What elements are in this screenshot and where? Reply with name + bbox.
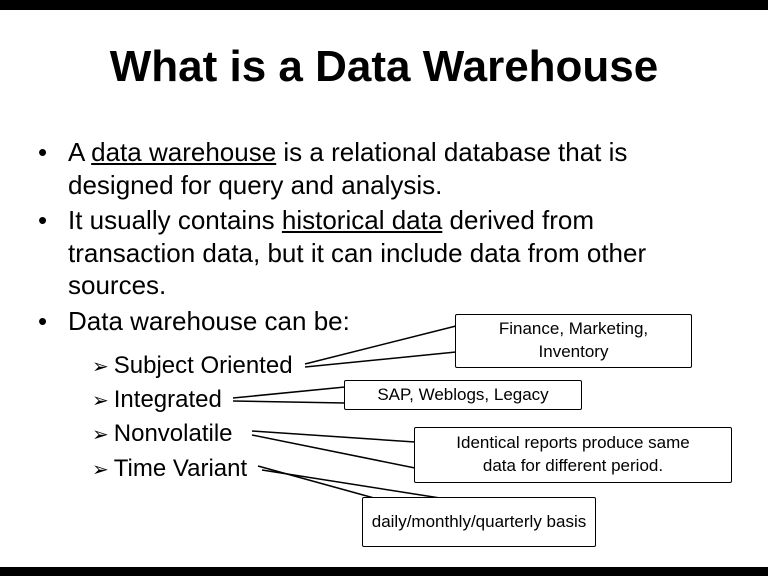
bullet-dot: • [38, 205, 48, 235]
bullet-text-underlined: data warehouse [91, 137, 277, 167]
bullet-text-post: is a relational database that is designe… [68, 137, 628, 200]
connector-line-integrated [232, 400, 346, 404]
bullet-item: • A data warehouse is a relational datab… [38, 136, 700, 201]
sub-bullet-integrated: ➢ Integrated [92, 386, 222, 414]
callout-text: SAP, Weblogs, Legacy [377, 384, 549, 404]
sub-bullet-label: Integrated [113, 386, 222, 413]
bullet-item: • It usually contains historical data de… [38, 204, 700, 302]
sub-bullet-label: Nonvolatile [113, 420, 233, 447]
callout-text: daily/monthly/quarterly basis [371, 511, 587, 531]
callout-identical-reports: Identical reports produce same data for … [414, 427, 732, 483]
bullet-text-pre: Data warehouse can be: [68, 305, 350, 336]
bullet-text-pre: It usually contains [68, 205, 282, 235]
callout-text: Finance, Marketing, Inventory [498, 319, 649, 361]
sub-bullet-time-variant: ➢ Time Variant [92, 455, 247, 483]
top-black-bar [0, 0, 768, 10]
callout-sap: SAP, Weblogs, Legacy [344, 380, 582, 410]
bullet-text-pre: A [68, 137, 92, 167]
callout-text: Identical reports produce same data for … [456, 433, 690, 475]
bullet-text: Data warehouse can be: [68, 305, 698, 338]
callout-daily-basis: daily/monthly/quarterly basis [362, 497, 596, 547]
callout-finance: Finance, Marketing, Inventory [455, 314, 692, 368]
bottom-black-bar [0, 567, 768, 576]
arrow-bullet-icon: ➢ [92, 354, 109, 378]
bullet-text-post: derived from transaction data, but it ca… [68, 205, 647, 300]
arrow-bullet-icon: ➢ [92, 422, 109, 446]
bullet-text-underlined: historical data [281, 205, 443, 235]
connector-line-nonvolatile [251, 430, 416, 443]
connector-line-integrated [232, 386, 346, 399]
bullet-item: • Data warehouse can be: [38, 305, 700, 338]
arrow-bullet-icon: ➢ [92, 457, 109, 481]
bullet-text: It usually contains historical data deri… [68, 204, 698, 302]
connector-line-nonvolatile [251, 434, 416, 469]
connector-line-time-variant [257, 465, 375, 499]
sub-bullet-subject-oriented: ➢ Subject Oriented [92, 352, 293, 380]
connector-line-subject-oriented [304, 351, 457, 368]
slide-title: What is a Data Warehouse [109, 42, 659, 91]
bullet-list: • A data warehouse is a relational datab… [38, 136, 700, 340]
sub-bullet-nonvolatile: ➢ Nonvolatile [92, 420, 233, 448]
bullet-dot: • [38, 137, 48, 167]
arrow-bullet-icon: ➢ [92, 388, 109, 412]
sub-bullet-label: Subject Oriented [113, 352, 293, 379]
bullet-text: A data warehouse is a relational databas… [68, 136, 698, 201]
sub-bullet-label: Time Variant [113, 455, 248, 482]
bullet-dot: • [38, 305, 48, 336]
